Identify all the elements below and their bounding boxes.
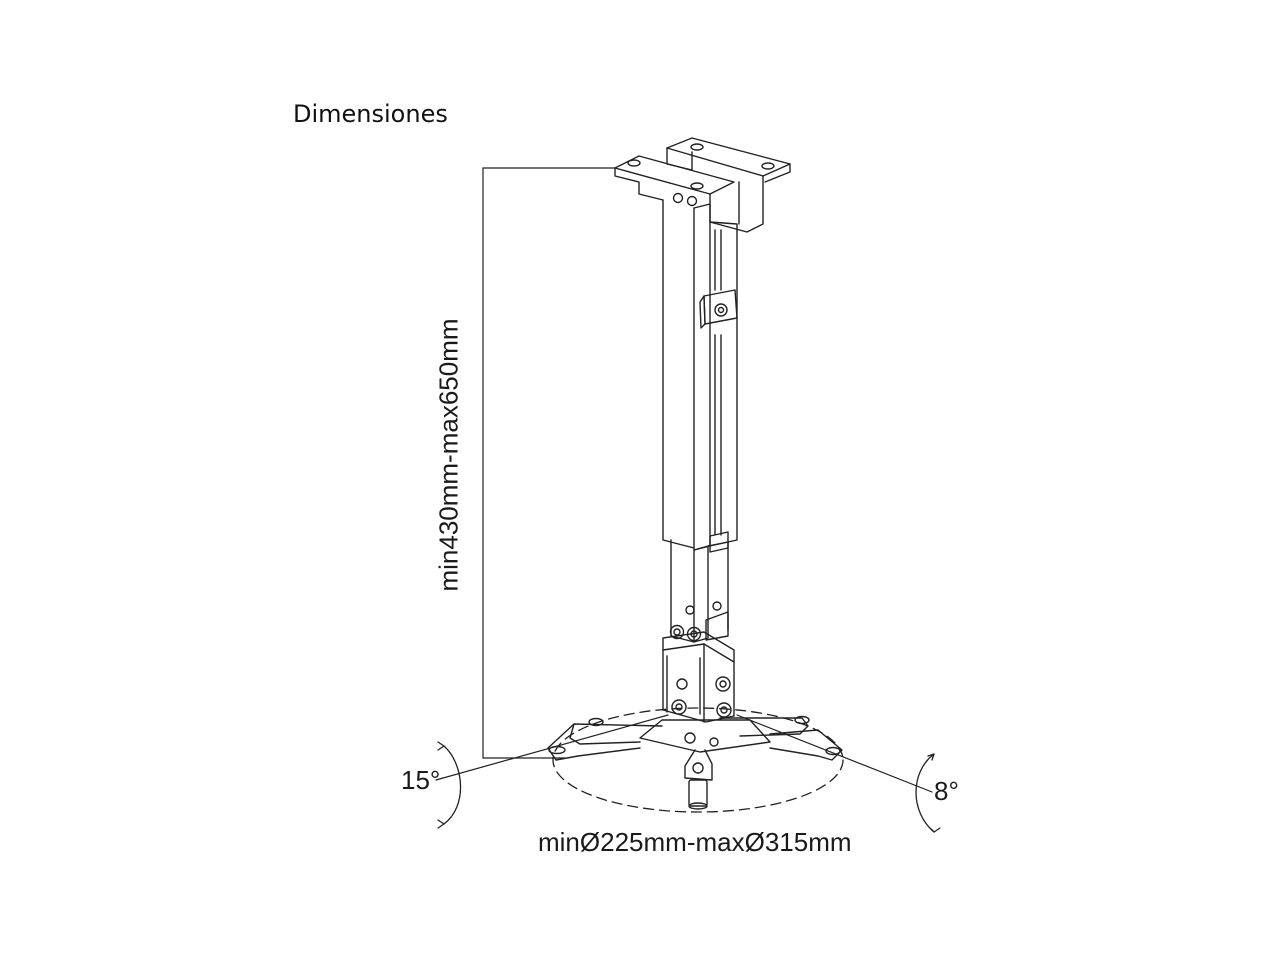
- tilt-rotation-arrow-icon: [437, 741, 462, 829]
- swivel-rotation-arrow-icon: [915, 753, 941, 833]
- tilt-angle-label: 15°: [401, 765, 441, 795]
- projector-plate: [547, 715, 843, 810]
- upper-column: [662, 192, 738, 551]
- diameter-range-ellipse: [552, 707, 844, 813]
- tilt-joint: [662, 624, 735, 723]
- swivel-angle-label: 8°: [934, 776, 959, 806]
- height-dimension-line: [482, 167, 616, 759]
- height-clamp: [699, 289, 738, 553]
- height-range-label: min430mm-max650mm: [433, 318, 464, 592]
- tilt-indicator: [435, 714, 933, 793]
- diameter-range-label: minØ225mm-maxØ315mm: [538, 827, 852, 857]
- ceiling-bracket: [614, 137, 791, 233]
- diagram-title: Dimensiones: [293, 100, 448, 128]
